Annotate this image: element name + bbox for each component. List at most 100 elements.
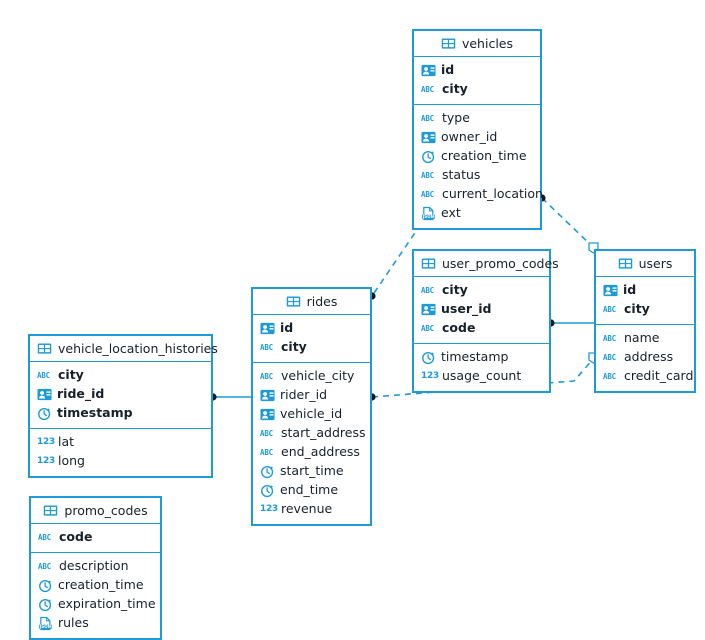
relationship-vehicles-to-users[interactable] [538, 194, 599, 254]
abc-text-icon: ABC [603, 304, 616, 314]
field-name: type [442, 110, 470, 126]
field-name: description [59, 558, 129, 574]
field-row[interactable]: creation_time [31, 576, 160, 595]
abc-text-icon: ABC [421, 170, 434, 180]
field-row[interactable]: id [253, 319, 370, 338]
abc-text-icon: ABC [260, 371, 273, 381]
table-header-rides[interactable]: rides [253, 289, 370, 315]
table-header-users[interactable]: users [596, 251, 694, 277]
table-grid-icon [43, 503, 58, 518]
field-row[interactable]: ABC name [596, 329, 694, 348]
field-name: usage_count [442, 368, 522, 384]
field-row[interactable]: id [596, 281, 694, 300]
field-row[interactable]: start_time [253, 462, 370, 481]
123-number-icon: 123 [37, 437, 55, 447]
svg-text:JSON: JSON [422, 214, 434, 219]
field-row[interactable]: user_id [414, 300, 549, 319]
field-name: city [58, 367, 84, 383]
field-name: id [280, 320, 294, 336]
table-grid-icon [37, 341, 52, 356]
table-title: user_promo_codes [442, 256, 559, 271]
field-row[interactable]: ride_id [30, 385, 211, 404]
table-grid-icon [441, 36, 456, 51]
field-name: city [281, 339, 307, 355]
table-header-vehicle_location_histories[interactable]: vehicle_location_histories [30, 336, 218, 362]
json-document-icon: JSON [38, 616, 53, 631]
id-badge-icon [421, 302, 436, 317]
field-name: name [624, 330, 660, 346]
field-name: long [58, 453, 85, 469]
id-badge-icon [260, 321, 275, 336]
id-badge-icon [603, 283, 618, 298]
field-name: id [623, 282, 637, 298]
field-row[interactable]: timestamp [414, 348, 549, 367]
field-row[interactable]: ABC address [596, 348, 694, 367]
abc-text-icon: ABC [260, 447, 273, 457]
field-row[interactable]: end_time [253, 481, 370, 500]
abc-text-icon: ABC [603, 333, 616, 343]
table-header-promo_codes[interactable]: promo_codes [31, 498, 160, 524]
field-row[interactable]: timestamp [30, 404, 211, 423]
field-name: start_time [280, 463, 344, 479]
field-name: rider_id [280, 387, 328, 403]
field-name: address [624, 349, 674, 365]
json-document-icon: JSON [421, 206, 436, 221]
abc-text-icon: ABC [260, 428, 273, 438]
table-title: users [638, 256, 673, 271]
field-row[interactable]: vehicle_id [253, 405, 370, 424]
abc-text-icon: ABC [603, 352, 616, 362]
relationship-user_promo_codes-to-users[interactable] [547, 319, 594, 327]
table-header-user_promo_codes[interactable]: user_promo_codes [414, 251, 559, 277]
field-name: city [624, 301, 650, 317]
field-row[interactable]: id [414, 61, 540, 80]
relationship-vehicle_location_histories-to-rides[interactable] [209, 393, 251, 401]
field-row[interactable]: rider_id [253, 386, 370, 405]
field-row[interactable]: expiration_time [31, 595, 160, 614]
field-row[interactable]: ABC city [596, 300, 694, 319]
id-badge-icon [37, 387, 52, 402]
field-name: code [442, 320, 476, 336]
table-header-vehicles[interactable]: vehicles [414, 31, 540, 57]
clock-icon [38, 578, 53, 593]
field-name: expiration_time [58, 596, 156, 612]
field-row[interactable]: creation_time [414, 147, 540, 166]
field-row[interactable]: owner_id [414, 128, 540, 147]
abc-text-icon: ABC [421, 285, 434, 295]
